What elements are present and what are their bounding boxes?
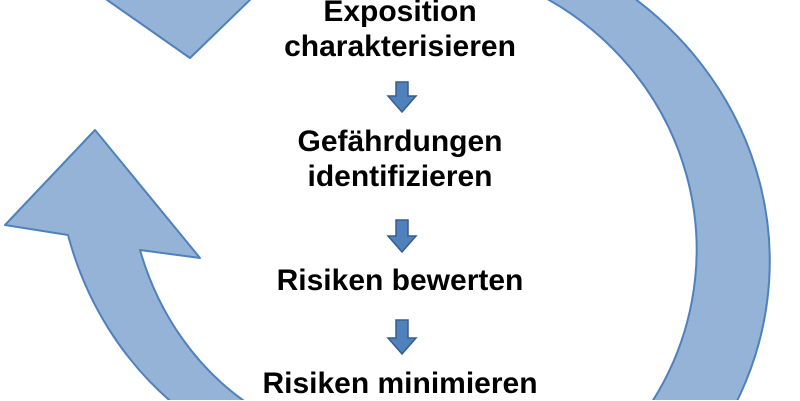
step-line: Gefährdungen [297,125,503,158]
step-line: Risiken bewerten [276,264,524,297]
arrow-down-icon [386,319,418,356]
step-line: Exposition [323,0,477,28]
cycle-arrow-left [4,129,245,400]
step-line: identifizieren [307,160,493,193]
step-line: Risiken minimieren [262,367,538,400]
arrow-down-icon [386,81,418,114]
cycle-arrow-upper [105,0,252,59]
step-hazards: Gefährdungen identifizieren [200,124,600,194]
cycle-arrow-right [546,0,771,400]
step-line: charakterisieren [284,30,516,63]
step-exposition: Exposition charakterisieren [200,0,600,64]
step-assess-risks: Risiken bewerten [200,263,600,298]
arrow-down-icon [386,219,418,254]
step-minimize-risks: Risiken minimieren [200,366,600,401]
